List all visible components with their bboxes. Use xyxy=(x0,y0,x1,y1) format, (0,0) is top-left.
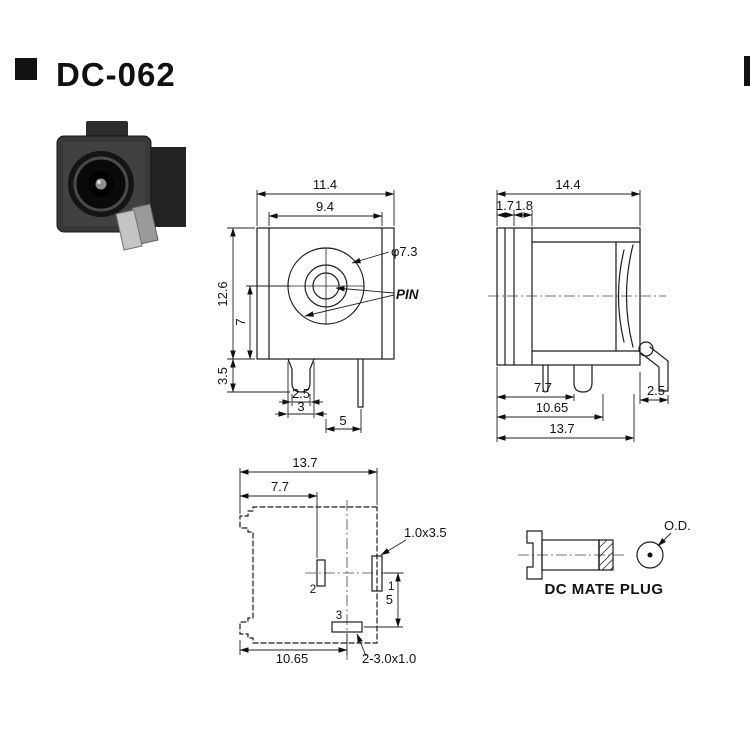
dim-layout-pin-pitch: 5 xyxy=(386,592,393,607)
plug-caption: DC MATE PLUG xyxy=(544,581,663,598)
layout-dimension-lines xyxy=(239,468,407,657)
pad-pin1 xyxy=(371,555,383,592)
bullet-square-icon xyxy=(15,58,37,80)
dim-front-width-outer: 11.4 xyxy=(313,177,337,192)
dim-layout-pin3-offset: 10.65 xyxy=(276,651,309,666)
dim-front-pin-pitch: 5 xyxy=(339,413,346,428)
label-hole1-size: 1.0x3.5 xyxy=(404,525,447,540)
header: DC-062 xyxy=(15,56,750,93)
od-leader-line xyxy=(657,532,672,547)
label-pin: PIN xyxy=(396,287,419,302)
dim-side-flange2: 1.8 xyxy=(515,198,533,213)
pcb-layout-view: 13.7 7.7 1.0x3.5 5 10.65 2-3.0x1.0 2 1 3 xyxy=(239,455,447,666)
dim-front-pin-length: 3.5 xyxy=(215,367,230,385)
label-pin1: 1 xyxy=(388,581,394,593)
dim-side-pin-a: 7.7 xyxy=(534,380,552,395)
plug-end-view xyxy=(636,541,664,569)
layout-outline xyxy=(239,506,378,644)
plug-end-center-dot xyxy=(647,552,653,558)
dim-front-pin-width: 2.5 xyxy=(292,386,310,401)
photo-body-side xyxy=(148,147,186,227)
dim-front-width-inner: 9.4 xyxy=(316,199,334,214)
side-dimension-lines xyxy=(496,190,669,442)
label-pin3: 3 xyxy=(336,610,342,622)
label-od: O.D. xyxy=(664,518,691,533)
label-hole3-size: 2-3.0x1.0 xyxy=(362,651,416,666)
dim-layout-pin2-offset: 7.7 xyxy=(271,479,289,494)
adjacent-bullet-fragment xyxy=(744,56,750,86)
photo-top-tab xyxy=(86,121,128,139)
mate-plug-drawing: O.D. DC MATE PLUG xyxy=(518,518,691,598)
dim-front-tab-width: 3 xyxy=(297,399,304,414)
dim-front-center-to-bottom: 7 xyxy=(233,318,248,325)
plug-outline xyxy=(526,530,614,580)
product-photo xyxy=(56,121,186,251)
front-outline xyxy=(256,227,395,408)
plug-tip-hatch xyxy=(598,539,614,571)
page-title: DC-062 xyxy=(56,56,176,93)
front-dimension-lines xyxy=(227,190,395,433)
dim-side-pin-c: 13.7 xyxy=(549,421,574,436)
side-outline xyxy=(496,227,669,393)
pad-pin2 xyxy=(316,559,326,587)
pad-pin3 xyxy=(331,621,363,633)
photo-center-pin xyxy=(95,178,107,190)
label-pin2: 2 xyxy=(310,584,316,596)
photo-pin-highlight xyxy=(97,180,101,184)
photo-terminal-front xyxy=(115,209,143,251)
dim-side-flange1: 1.7 xyxy=(496,198,514,213)
front-view: 11.4 9.4 12.6 7 3.5 2.5 3 5 φ7.3 PIN xyxy=(215,177,419,433)
side-view: 14.4 1.7 1.8 7.7 10.65 13.7 2.5 xyxy=(488,177,669,442)
label-barrel-diameter: φ7.3 xyxy=(391,244,418,259)
dim-side-depth: 14.4 xyxy=(555,177,580,192)
dim-side-pin-b: 10.65 xyxy=(536,400,569,415)
dim-front-height: 12.6 xyxy=(215,281,230,306)
dim-side-leg-offset: 2.5 xyxy=(647,383,665,398)
dim-layout-width: 13.7 xyxy=(292,455,317,470)
layout-pads xyxy=(316,555,383,633)
